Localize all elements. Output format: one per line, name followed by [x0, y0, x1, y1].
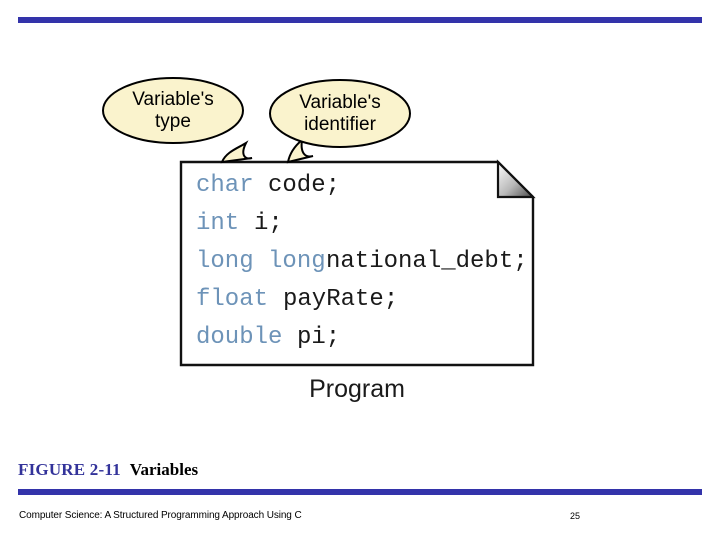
callout-identifier-line2: identifier — [304, 114, 376, 135]
page-fold-corner-icon — [496, 159, 536, 199]
footer-book-title: Computer Science: A Structured Programmi… — [19, 510, 302, 521]
code-line-2-keyword: int — [196, 210, 239, 237]
bottom-divider-rule — [18, 489, 702, 495]
code-line-1-rest: code; — [268, 172, 340, 199]
top-divider-rule — [18, 17, 702, 23]
program-label: Program — [309, 375, 405, 403]
program-page — [179, 159, 536, 367]
figure-artwork: char code; int i; long long national_deb… — [0, 60, 720, 410]
code-line-5-rest: pi; — [297, 324, 340, 351]
callout-type-tail — [220, 140, 253, 164]
code-line-3-keyword: long long — [196, 248, 326, 275]
callout-identifier-bubble — [269, 79, 411, 148]
program-page-outline — [179, 160, 535, 367]
callout-type-bubble — [102, 77, 244, 144]
figure-number: FIGURE 2-11 — [18, 460, 121, 479]
code-line-3-rest: national_debt; — [326, 248, 528, 275]
code-line-1-keyword: char — [196, 172, 254, 199]
figure-title: Variables — [129, 460, 199, 479]
figure-caption: FIGURE 2-11 Variables — [18, 460, 198, 480]
code-line-5-keyword: double — [196, 324, 282, 351]
code-line-4-rest: payRate; — [283, 286, 398, 313]
callout-type-line1: Variable's — [132, 89, 213, 110]
callout-variable-type: Variable's type — [102, 77, 253, 164]
footer-page-number: 25 — [570, 511, 581, 521]
callout-identifier-line1: Variable's — [299, 92, 380, 113]
callout-type-line2: type — [155, 111, 191, 132]
code-line-4-keyword: float — [196, 286, 268, 313]
code-line-2-rest: i; — [254, 210, 283, 237]
callout-variable-identifier: Variable's identifier — [269, 79, 411, 164]
code-block: char code; int i; long long national_deb… — [196, 172, 528, 351]
